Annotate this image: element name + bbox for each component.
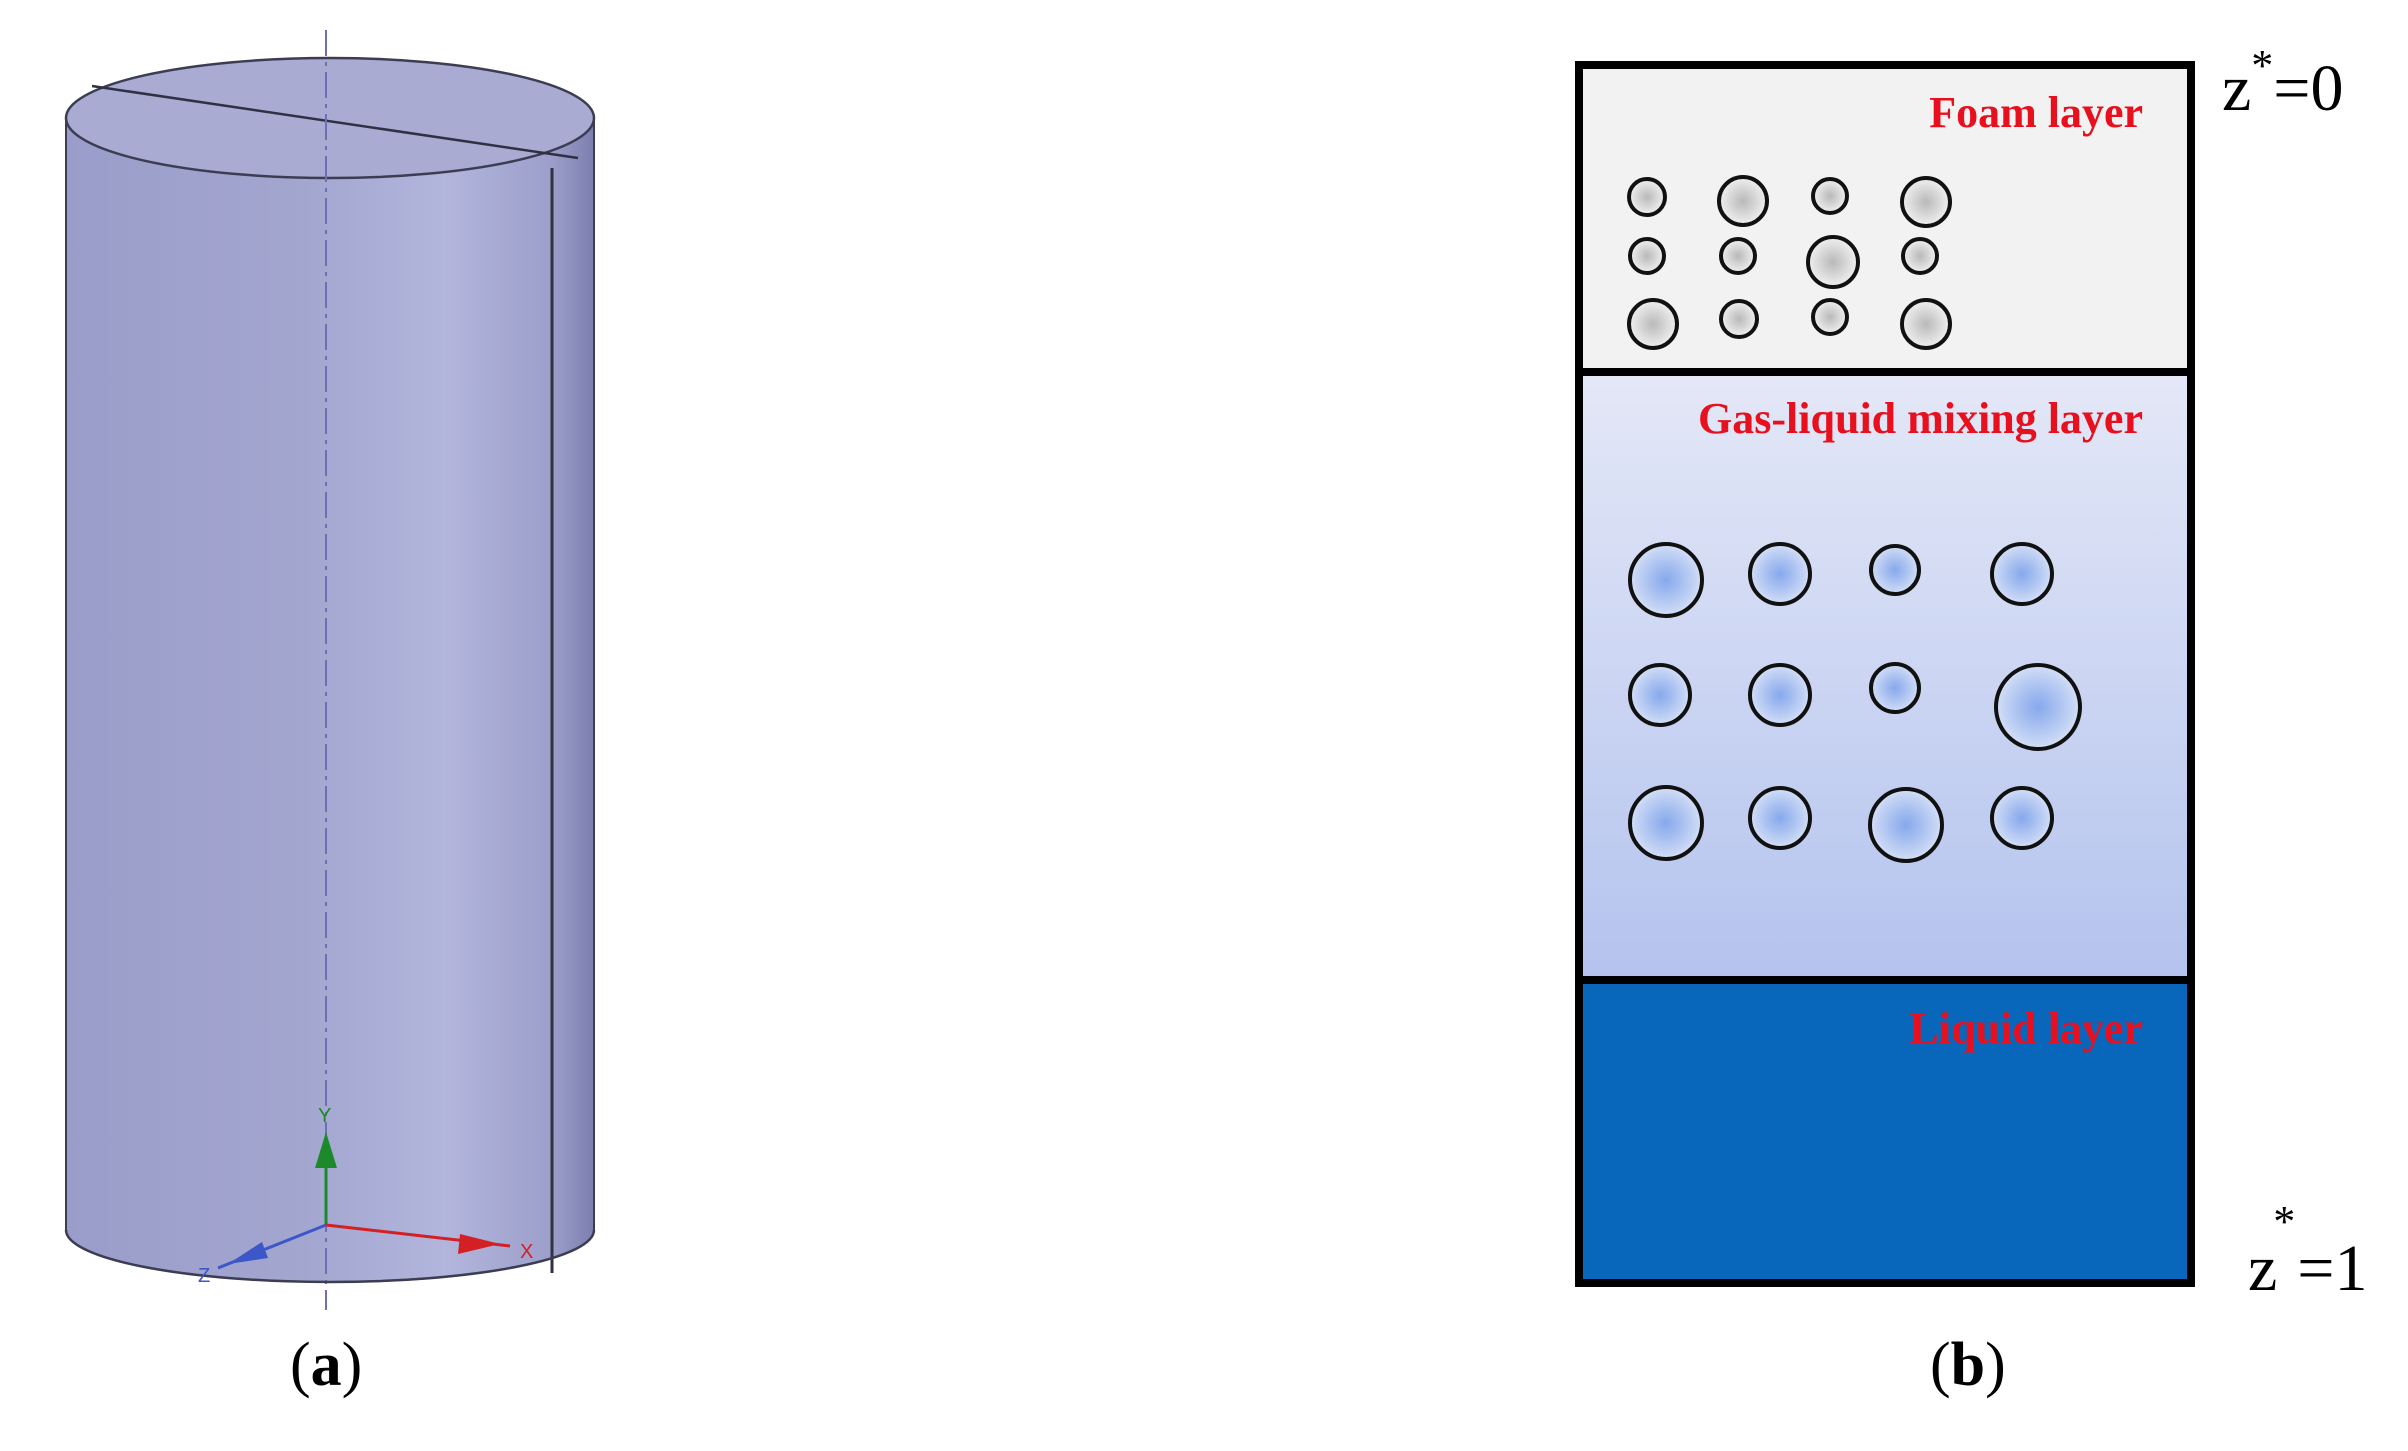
mixing-bubble (1628, 542, 1704, 618)
mixing-bubble (1868, 787, 1944, 863)
panel-b-label: (b) (1930, 1331, 2006, 1399)
panel-a-label: (a) (290, 1331, 362, 1399)
y-axis-letter: Y (318, 1105, 331, 1127)
foam-bubbles (1627, 175, 1952, 350)
mixing-bubble (1994, 663, 2082, 751)
cylinder-top-split-line (91, 84, 579, 160)
foam-bubble (1811, 177, 1849, 215)
mixing-bubble (1748, 542, 1812, 606)
z-bottom-label: z*=1 (2248, 1197, 2368, 1305)
foam-bubble (1717, 175, 1769, 227)
foam-bubble (1627, 298, 1679, 350)
mixing-bubbles (1628, 542, 2082, 863)
z-axis-arrow-icon (228, 1242, 268, 1264)
foam-layer-label: Foam layer (1929, 88, 2143, 137)
foam-bubble (1719, 299, 1759, 339)
y-axis-arrow-icon (315, 1132, 337, 1168)
foam-bubble (1628, 237, 1666, 275)
column-frame (1575, 61, 2195, 1287)
panel-a-cylinder: Y X Z (64, 30, 596, 1310)
mixing-bubble (1628, 663, 1692, 727)
coordinate-triad: Y X Z (198, 1105, 533, 1287)
cylinder-bottom-rim (64, 1229, 596, 1284)
foam-bubble (1806, 235, 1860, 289)
mixing-bubble (1990, 542, 2054, 606)
foam-bubble (1900, 298, 1952, 350)
mixing-layer-label: Gas-liquid mixing layer (1698, 394, 2143, 443)
mixing-bubble (1628, 785, 1704, 861)
foam-bubble (1811, 298, 1849, 336)
foam-layer-region (1579, 65, 2191, 372)
foam-bubble (1627, 177, 1667, 217)
liquid-layer-region (1579, 980, 2191, 1283)
foam-bubble (1901, 237, 1939, 275)
foam-bubble (1900, 176, 1952, 228)
x-axis-arrow-icon (458, 1234, 500, 1254)
cylinder-top-face (64, 56, 596, 180)
mixing-bubble (1869, 662, 1921, 714)
x-axis-letter: X (520, 1241, 533, 1263)
liquid-layer-label: Liquid layer (1910, 1004, 2144, 1053)
z-axis-letter: Z (198, 1265, 210, 1287)
mixing-bubble (1748, 663, 1812, 727)
panel-b-column: Foam layer Gas-liquid mixing layer Liqui… (1575, 61, 2195, 1287)
z-top-label: z*=0 (2222, 41, 2344, 125)
mixing-bubble (1869, 544, 1921, 596)
foam-bubble (1719, 237, 1757, 275)
mixing-bubble (1748, 786, 1812, 850)
mixing-bubble (1990, 786, 2054, 850)
